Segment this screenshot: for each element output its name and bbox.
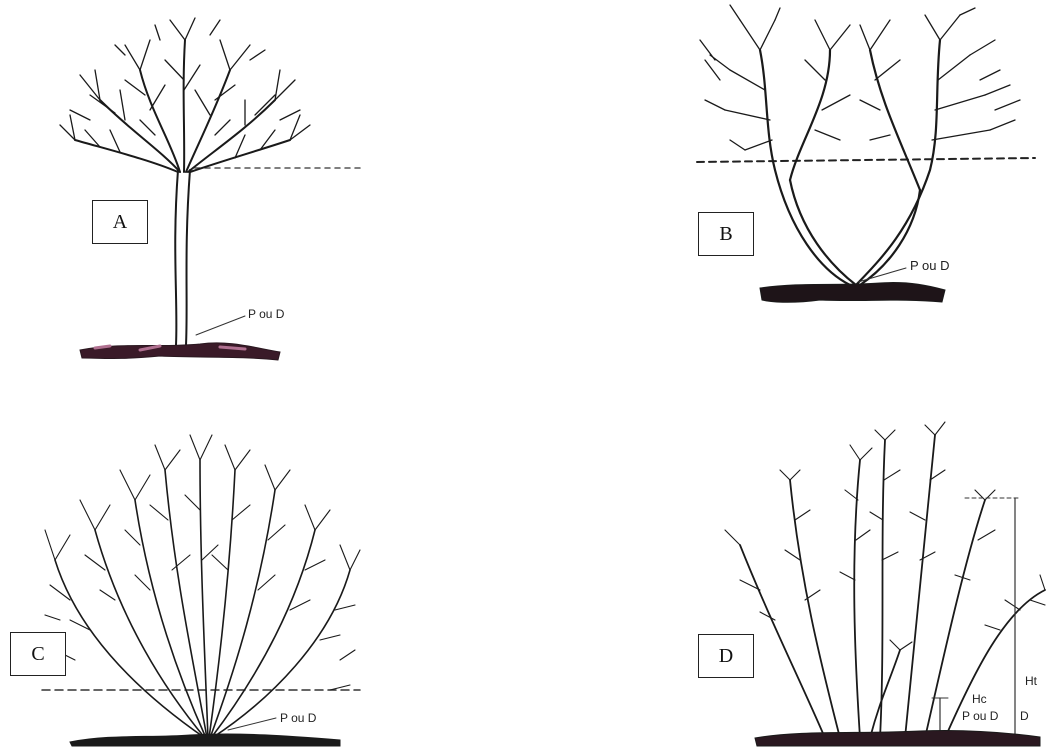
tree-c bbox=[42, 435, 360, 746]
tree-b-stems bbox=[760, 40, 940, 285]
tree-d-hc-label: Hc bbox=[972, 692, 987, 706]
tree-d-stems bbox=[740, 435, 1045, 738]
tree-b-dashed-line bbox=[697, 158, 1035, 162]
panel-label-b: B bbox=[698, 212, 754, 256]
tree-a bbox=[60, 18, 360, 360]
tree-b-ground bbox=[760, 283, 945, 303]
tree-a-trunk bbox=[175, 170, 190, 345]
tree-d-d-label: D bbox=[1020, 709, 1029, 723]
tree-b-ground-label: P ou D bbox=[910, 258, 950, 273]
tree-c-ground bbox=[70, 734, 340, 746]
tree-b-twigs bbox=[700, 5, 1020, 150]
tree-c-twigs bbox=[45, 435, 360, 690]
panel-label-a: A bbox=[92, 200, 148, 244]
tree-d-ground-label: P ou D bbox=[962, 709, 999, 723]
panel-label-c: C bbox=[10, 632, 66, 676]
tree-a-ground-label: P ou D bbox=[248, 307, 285, 321]
tree-c-pointer bbox=[228, 718, 276, 730]
tree-c-stems bbox=[55, 460, 350, 738]
tree-b bbox=[697, 5, 1035, 302]
tree-d-ht-label: Ht bbox=[1025, 674, 1038, 688]
panel-label-d: D bbox=[698, 634, 754, 678]
tree-d-ground bbox=[755, 730, 1040, 746]
tree-a-pointer bbox=[196, 316, 245, 335]
tree-d bbox=[725, 422, 1045, 746]
tree-c-ground-label: P ou D bbox=[280, 711, 317, 725]
tree-a-crown bbox=[75, 40, 290, 172]
